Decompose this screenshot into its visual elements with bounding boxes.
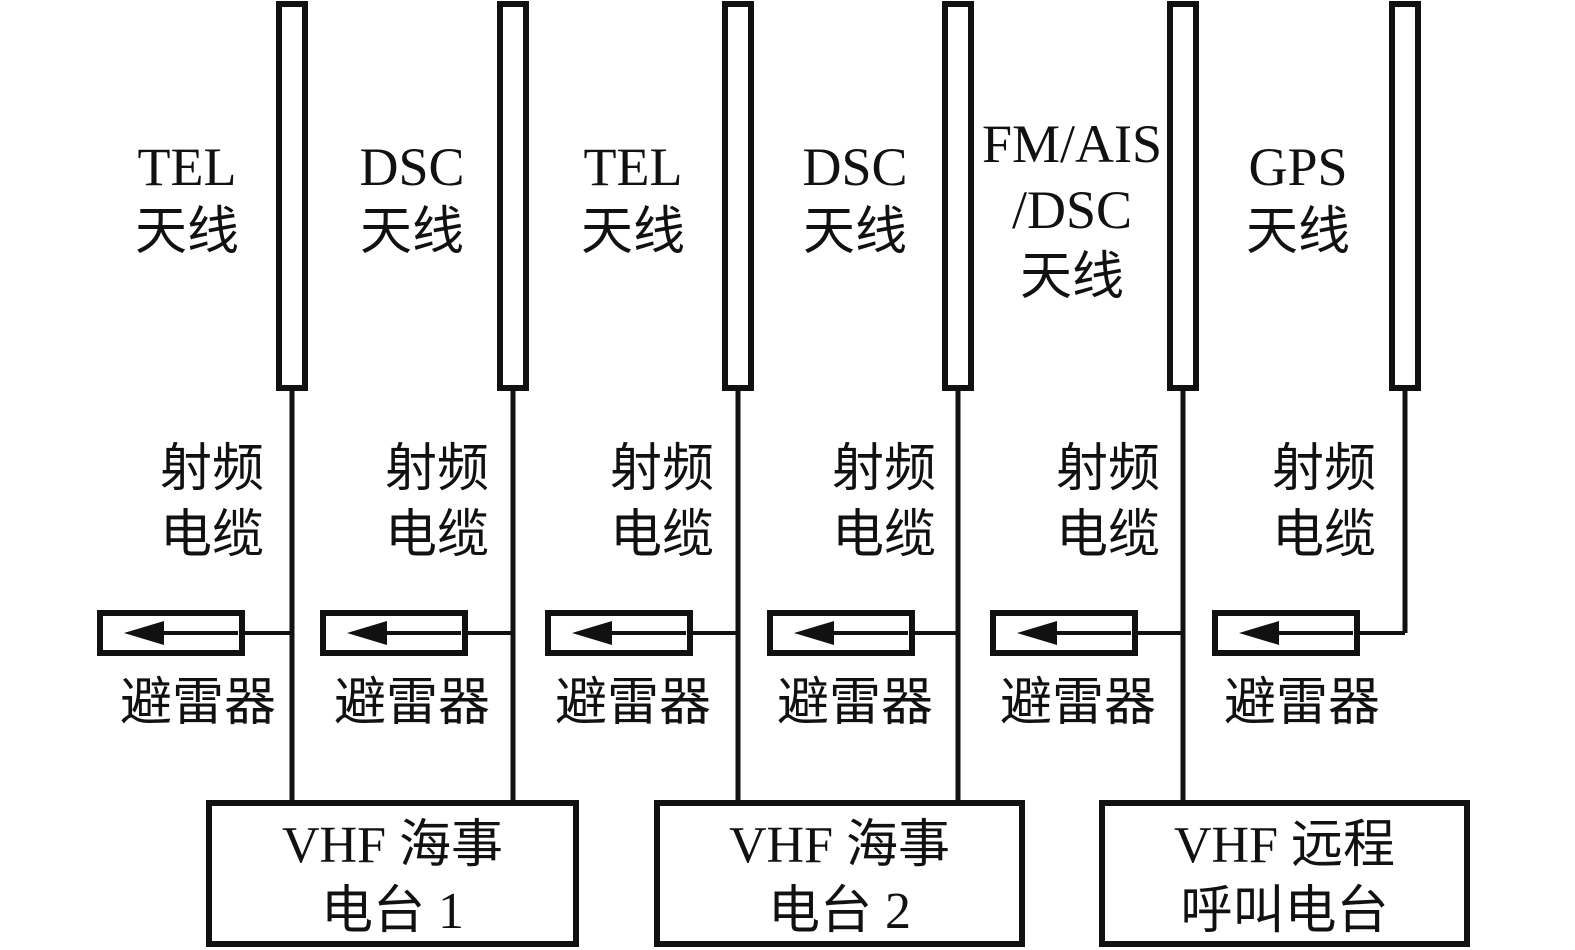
cable-label: 射频: [1272, 439, 1376, 499]
arrester-arrow-icon: [124, 621, 164, 645]
antenna-mast: [497, 1, 529, 391]
arrester-arrow-icon: [1239, 621, 1279, 645]
arrester-label: 避雷器: [555, 673, 711, 733]
cable-label: 射频: [160, 439, 264, 499]
arrester-label: 避雷器: [1224, 673, 1380, 733]
antenna-mast: [722, 1, 754, 391]
antenna-label: 天线: [135, 202, 239, 262]
antenna-label: 天线: [1246, 202, 1350, 262]
antenna-mast: [1167, 1, 1199, 391]
cable-label: 射频: [832, 439, 936, 499]
arrester-arrow-icon: [572, 621, 612, 645]
radio-station-box: [206, 800, 579, 947]
arrester-arrow-icon: [347, 621, 387, 645]
antenna-mast: [1389, 1, 1421, 391]
radio-station-box: [654, 800, 1025, 947]
cable-label: 电缆: [1272, 505, 1376, 565]
arrester-label: 避雷器: [777, 673, 933, 733]
antenna-label: TEL: [584, 137, 683, 197]
station-label: 呼叫电台: [1180, 883, 1388, 940]
antenna-mast: [942, 1, 974, 391]
cable-label: 电缆: [160, 505, 264, 565]
antenna-mast: [276, 1, 308, 391]
arrester-label: 避雷器: [1000, 673, 1156, 733]
cable-label: 电缆: [832, 505, 936, 565]
antenna-label: /DSC: [1012, 180, 1132, 240]
station-label: 电台 1: [321, 883, 464, 940]
cable-label: 射频: [1056, 439, 1160, 499]
arrester-label: 避雷器: [120, 673, 276, 733]
station-label: VHF 海事: [282, 817, 503, 874]
arrester-label: 避雷器: [334, 673, 490, 733]
arrester-arrow-icon: [794, 621, 834, 645]
cable-label: 射频: [385, 439, 489, 499]
arrester-arrow-icon: [1017, 621, 1057, 645]
antenna-label: 天线: [581, 202, 685, 262]
antenna-label: FM/AIS: [982, 114, 1162, 174]
station-label: VHF 远程: [1174, 817, 1395, 874]
station-label: VHF 海事: [729, 817, 950, 874]
antenna-label: 天线: [1020, 247, 1124, 307]
antenna-label: DSC: [359, 137, 464, 197]
cable-label: 电缆: [1056, 505, 1160, 565]
cable-label: 射频: [610, 439, 714, 499]
station-label: 电台 2: [768, 883, 911, 940]
antenna-label: DSC: [802, 137, 907, 197]
radio-station-box: [1099, 800, 1470, 947]
cable-label: 电缆: [385, 505, 489, 565]
cable-label: 电缆: [610, 505, 714, 565]
antenna-label: TEL: [138, 137, 237, 197]
antenna-label: 天线: [803, 202, 907, 262]
antenna-label: GPS: [1248, 137, 1347, 197]
antenna-label: 天线: [360, 202, 464, 262]
